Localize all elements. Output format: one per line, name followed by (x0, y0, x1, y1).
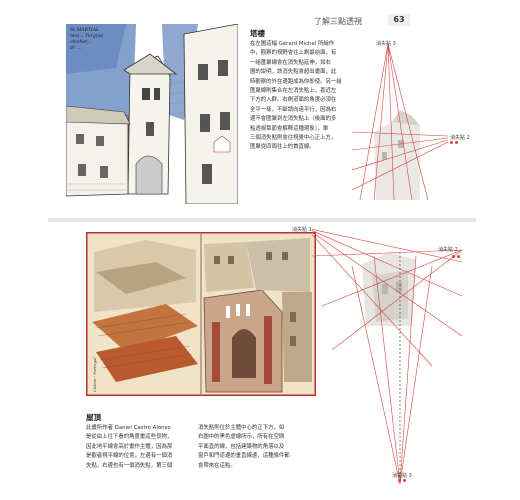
tower-paragraph-line: 三個消失點則會往視覺中心正上方， (250, 135, 337, 142)
page-divider (48, 218, 476, 222)
painting-caption: Lisbon - Portugal (92, 357, 97, 392)
rooftops-vp3-label: 消失點 3 (392, 473, 412, 479)
rooftops-vp2-dots (452, 255, 460, 258)
rooftops-col2-line: 平面直的線，包括建築物的角落以及 (198, 443, 285, 450)
rooftops-col1-line: 因此地平線會高於畫作主體，因為那 (86, 443, 173, 450)
rooftops-col1-line: 是從由上往下看的角度畫這些景物， (86, 434, 173, 441)
page-number: 63 (388, 14, 410, 26)
tower-paragraph-line: 圖的說明，該消失點會超出畫面，此 (250, 69, 337, 76)
rooftops-painting (86, 232, 316, 396)
tower-perspective-diagram (352, 43, 449, 201)
rooftops-col2-line: 窗戶和門道邊的垂直線邊，這種條件都 (198, 453, 290, 460)
rooftops-heading: 屋頂 (86, 413, 101, 422)
handnote-text: St MARTIAL mes... Tergnié clocher... dr.… (70, 28, 103, 51)
tower-paragraph: 在左圖這幅 Gérard Michel 所繪作中，觀察的視野會往上剩最前面，有一… (250, 40, 350, 153)
rooftops-col1-line: 此畫所作者 Daniel Castro Alonso (86, 425, 171, 431)
tower-paragraph-line: 匯聚從四周往上的首直線。 (250, 144, 315, 151)
rooftops-vp2-label: 消失點 2 (438, 247, 458, 253)
tower-paragraph-line: 下方的入群。右側道面的角度必須在 (250, 97, 337, 104)
rooftops-col2-line: 右圖中的黑色虛線所示，所有在空間 (198, 434, 285, 441)
tower-vp2-dots (450, 141, 458, 144)
tower-paragraph-line: 邊不會匯聚到左消失點上（後面的多 (250, 116, 337, 123)
tower-sketch (66, 24, 238, 204)
tower-paragraph-line: 全平一樣，不斷請向遠平行，因為右 (250, 106, 337, 113)
rooftops-perspective-diagram (312, 229, 463, 485)
rooftops-vp1-label: 消失點 1 (292, 227, 312, 233)
tower-vp3-label: 消失點 3 (376, 41, 396, 47)
tower-paragraph-line: 一組匯聚線會在消失點延伸，如右 (250, 59, 331, 66)
rooftops-col1-line: 失點，右邊也有一個消失點，第三個 (86, 462, 173, 469)
tower-heading: 塔樓 (250, 29, 265, 38)
sketch-handwritten-note: St MARTIAL mes... Tergnié clocher... dr.… (70, 28, 130, 52)
rooftops-col1-line: 是觀者視平線的位置，左邊有一個消 (86, 453, 173, 460)
section-header-title: 了解三點透視 (314, 17, 362, 26)
tower-paragraph-line: 在左圖這幅 Gérard Michel 所繪作 (250, 41, 335, 47)
rooftops-paragraph-col2: 消失點則位於主體中心的正下方，如右圖中的黑色虛線所示，所有在空間平面直的線，包括… (198, 424, 302, 471)
tower-vp2-label: 消失點 2 (450, 135, 470, 141)
tower-paragraph-line: 點透視章節會解釋這種現象），單 (250, 125, 329, 132)
tower-paragraph-line: 時觀察的外在邊距成為你即使。另一組 (250, 78, 342, 85)
rooftops-paragraph-col1: 此畫所作者 Daniel Castro Alonso 是從由上往下看的角度畫這些景… (86, 424, 190, 471)
rooftops-col2-line: 消失點則位於主體中心的正下方，如 (198, 425, 285, 431)
rooftops-vp3-dots (398, 479, 406, 482)
rooftops-col2-line: 會帶來在這點。 (198, 462, 236, 469)
tower-paragraph-line: 匯聚線則集合在左消失點上，喜近左 (250, 88, 337, 95)
tower-paragraph-line: 中，觀察的視野會往上剩最前面，有 (250, 50, 337, 57)
